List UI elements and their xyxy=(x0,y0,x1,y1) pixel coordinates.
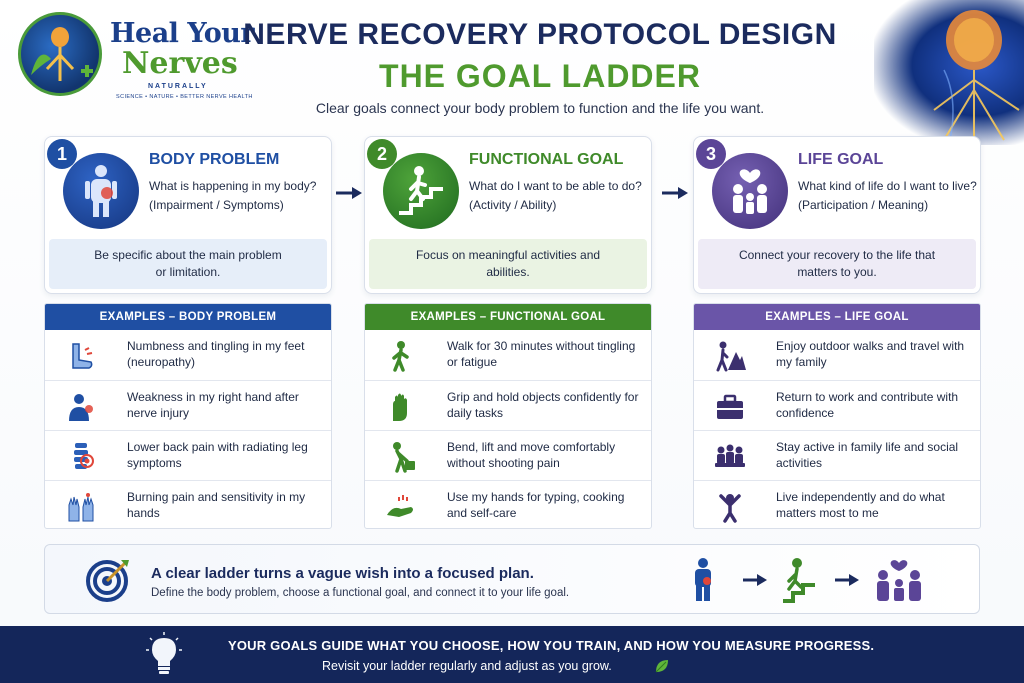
list-item: Weakness in my right hand after nerve in… xyxy=(45,380,331,430)
arrow-right-icon xyxy=(336,187,362,199)
step-question: What do I want to be able to do? (Activi… xyxy=(469,177,649,215)
lightbulb-icon xyxy=(146,632,182,674)
step-number-badge: 3 xyxy=(696,139,726,169)
summary-band: A clear ladder turns a vague wish into a… xyxy=(44,544,980,614)
burning-hands-icon xyxy=(68,493,94,522)
step-number-badge: 1 xyxy=(47,139,77,169)
footer-banner: YOUR GOALS GUIDE WHAT YOU CHOOSE, HOW YO… xyxy=(0,626,1024,683)
example-text: Bend, lift and move comfortably without … xyxy=(447,440,616,470)
step-category: (Activity / Ability) xyxy=(469,198,557,212)
step-hint-box: Focus on meaningful activities and abili… xyxy=(369,239,647,289)
step-category: (Impairment / Symptoms) xyxy=(149,198,284,212)
briefcase-icon xyxy=(717,394,743,419)
step-card-functional-goal: 2 FUNCTIONAL GOAL What do I want to be a… xyxy=(364,136,652,294)
target-icon xyxy=(86,560,129,602)
example-text: Use my hands for typing, cooking and sel… xyxy=(447,490,625,520)
example-text: Walk for 30 minutes without tingling or … xyxy=(447,339,636,369)
body-pain-icon xyxy=(63,153,139,229)
step-category: (Participation / Meaning) xyxy=(798,198,929,212)
list-item: Burning pain and sensitivity in my hands xyxy=(45,480,331,530)
examples-panel-body-problem: EXAMPLES – BODY PROBLEM Numbness and tin… xyxy=(44,303,332,529)
group-table-icon xyxy=(715,444,745,467)
step-question: What kind of life do I want to live? (Pa… xyxy=(798,177,978,215)
examples-panel-functional-goal: EXAMPLES – FUNCTIONAL GOAL Walk for 30 m… xyxy=(364,303,652,529)
step-hint-box: Connect your recovery to the life that m… xyxy=(698,239,976,289)
logo-text-naturally: NATURALLY xyxy=(148,83,208,90)
step-number-badge: 2 xyxy=(367,139,397,169)
list-item: Bend, lift and move comfortably without … xyxy=(365,430,651,480)
step-title: LIFE GOAL xyxy=(798,151,884,168)
list-item: Enjoy outdoor walks and travel with my f… xyxy=(694,330,980,380)
example-text: Burning pain and sensitivity in my hands xyxy=(127,490,306,520)
example-text: Stay active in family life and social ac… xyxy=(776,440,959,470)
panel-header: EXAMPLES – LIFE GOAL xyxy=(694,304,980,330)
panel-header: EXAMPLES – BODY PROBLEM xyxy=(45,304,331,330)
grip-hand-icon xyxy=(393,393,407,421)
step-question-text: What do I want to be able to do? xyxy=(469,179,642,193)
leaf-icon xyxy=(655,660,668,673)
summary-text: Define the body problem, choose a functi… xyxy=(151,587,570,599)
brand-logo: Heal Your Nerves NATURALLY SCIENCE • NAT… xyxy=(18,12,255,104)
family-heart-icon xyxy=(712,153,788,229)
page-subtitle-heading: THE GOAL LADDER xyxy=(379,58,701,94)
logo-tagline: SCIENCE • NATURE • BETTER NERVE HEALTH xyxy=(116,94,253,100)
celebrating-person-icon xyxy=(719,494,741,523)
footer-subline: Revisit your ladder regularly and adjust… xyxy=(322,659,612,673)
step-title: FUNCTIONAL GOAL xyxy=(469,151,624,168)
spine-icon xyxy=(74,443,94,469)
page-title: NERVE RECOVERY PROTOCOL DESIGN xyxy=(243,18,837,51)
logo-text-nerves: Nerves xyxy=(122,46,238,81)
example-text: Weakness in my right hand after nerve in… xyxy=(127,390,299,420)
list-item: Use my hands for typing, cooking and sel… xyxy=(365,480,651,530)
example-text: Numbness and tingling in my feet (neurop… xyxy=(127,339,305,369)
walking-icon xyxy=(392,341,409,372)
list-item: Grip and hold objects confidently for da… xyxy=(365,380,651,430)
step-hint-box: Be specific about the main problem or li… xyxy=(49,239,327,289)
nervous-system-illustration xyxy=(874,0,1024,146)
examples-panel-life-goal: EXAMPLES – LIFE GOAL Enjoy outdoor walks… xyxy=(693,303,981,529)
step-card-body-problem: 1 BODY PROBLEM What is happening in my b… xyxy=(44,136,332,294)
step-question-text: What is happening in my body? xyxy=(149,179,317,193)
lifting-icon xyxy=(393,442,415,473)
hand-weakness-icon xyxy=(69,394,93,421)
footer-headline: YOUR GOALS GUIDE WHAT YOU CHOOSE, HOW YO… xyxy=(228,638,875,653)
step-question-text: What kind of life do I want to live? xyxy=(798,179,977,193)
logo-text-heal-your: Heal Your xyxy=(110,18,255,49)
list-item: Walk for 30 minutes without tingling or … xyxy=(365,330,651,380)
step-card-life-goal: 3 LIFE GOAL What kind of life do I want … xyxy=(693,136,981,294)
panel-header: EXAMPLES – FUNCTIONAL GOAL xyxy=(365,304,651,330)
list-item: Stay active in family life and social ac… xyxy=(694,430,980,480)
foot-icon xyxy=(72,343,93,369)
example-text: Live independently and do what matters m… xyxy=(776,490,945,520)
page-tagline: Clear goals connect your body problem to… xyxy=(315,100,765,116)
hiking-icon xyxy=(716,341,746,372)
logo-badge xyxy=(18,12,102,96)
summary-title: A clear ladder turns a vague wish into a… xyxy=(151,565,534,582)
step-title: BODY PROBLEM xyxy=(149,151,280,168)
arrow-right-icon xyxy=(662,187,688,199)
list-item: Lower back pain with radiating leg sympt… xyxy=(45,430,331,480)
example-text: Enjoy outdoor walks and travel with my f… xyxy=(776,339,965,369)
list-item: Numbness and tingling in my feet (neurop… xyxy=(45,330,331,380)
example-text: Grip and hold objects confidently for da… xyxy=(447,390,639,420)
list-item: Return to work and contribute with confi… xyxy=(694,380,980,430)
stairs-walker-icon xyxy=(383,153,459,229)
example-text: Lower back pain with radiating leg sympt… xyxy=(127,440,308,470)
hands-care-icon xyxy=(387,495,413,517)
step-question: What is happening in my body? (Impairmen… xyxy=(149,177,329,215)
list-item: Live independently and do what matters m… xyxy=(694,480,980,530)
ladder-flow-icon xyxy=(695,558,921,603)
example-text: Return to work and contribute with confi… xyxy=(776,390,959,420)
